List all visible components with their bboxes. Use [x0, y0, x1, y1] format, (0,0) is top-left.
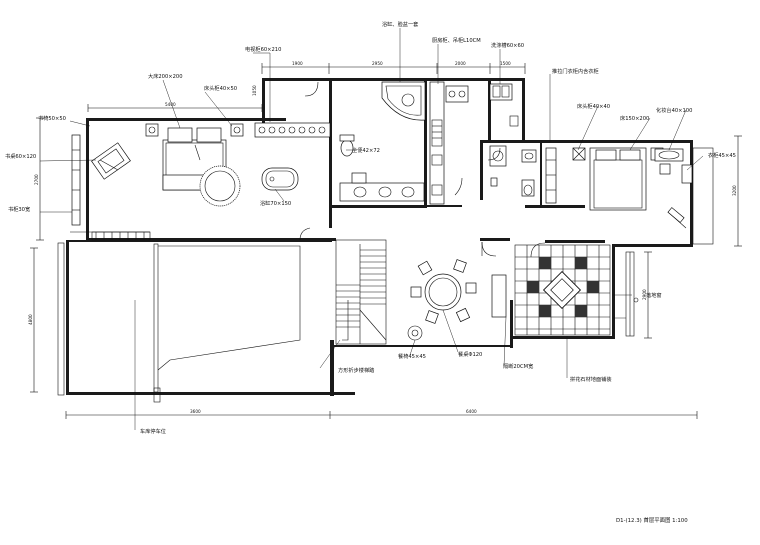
dim-left-main: 5400: [165, 102, 176, 107]
dim-top-4: 1500: [500, 61, 511, 66]
label-dining-table: 餐桌Φ120: [458, 350, 482, 358]
dim-garage-v: 4800: [28, 314, 33, 325]
label-right-wardrobe: 衣柜45×45: [708, 151, 736, 159]
label-dresser: 化妆台40×100: [656, 106, 692, 114]
dim-left-v1: 1050: [252, 85, 257, 96]
label-desk: 书桌60×120: [5, 152, 36, 160]
guest-bathroom: [489, 145, 537, 197]
label-kitchen-cabinet: 厨房柜、吊柜L10CM: [432, 36, 481, 44]
label-partition: 隔断20CM宽: [503, 362, 533, 370]
annotation-labels: 浴缸、脸盆一套 厨房柜、吊柜L10CM 洗涤槽60×60 电视柜60×210 大…: [5, 20, 736, 435]
label-stair: 方形折步楼梯踏: [338, 366, 375, 374]
dim-top-1: 1900: [292, 61, 303, 66]
leader-lines: [39, 28, 704, 430]
second-bedroom-furniture: [545, 147, 714, 245]
label-right-bedside: 床头柜40×40: [577, 102, 610, 110]
label-bathtub: 浴缸70×150: [260, 199, 291, 207]
kitchen-fixtures: [429, 81, 519, 205]
dining-area: [407, 259, 507, 341]
label-bedside-table: 床头柜40×50: [204, 84, 237, 92]
label-right-bed: 床150×200: [620, 114, 649, 122]
label-wardrobe-note: 推拉门衣柜内含衣柜: [552, 67, 599, 75]
dim-left-v2: 2700: [34, 174, 39, 185]
master-bedroom-furniture: [71, 122, 331, 226]
label-chair: 书椅50×50: [38, 114, 66, 122]
dim-top-3: 2000: [455, 61, 466, 66]
label-bath-set: 浴缸、脸盆一套: [382, 20, 419, 28]
label-bookshelf: 书柜30宽: [8, 205, 30, 213]
staircase: [335, 239, 387, 345]
dimension-texts: 1900 2950 2000 1500 5400 1050 2700 4800 …: [28, 61, 737, 414]
dimension-lines: [30, 63, 742, 419]
dim-top-2: 2950: [372, 61, 383, 66]
label-garage: 车库停车位: [140, 427, 166, 435]
drawing-caption: D1-(12.3) 首层平面图 1:100: [616, 516, 688, 524]
dim-right-v2: 2900: [642, 289, 647, 300]
label-balcony-glass: 落地窗: [646, 291, 662, 299]
dim-bottom-1: 3600: [190, 409, 201, 414]
bathroom-fixtures: [261, 81, 426, 202]
stone-floor-pattern: [514, 244, 639, 337]
label-tv-cabinet: 电视柜60×210: [245, 45, 281, 53]
label-stone-floor: 拼花石材地面铺装: [570, 375, 612, 383]
dim-bottom-2: 6400: [466, 409, 477, 414]
label-bed-large: 大床200×200: [148, 72, 183, 80]
dim-right-v: 3200: [732, 185, 737, 196]
label-toilet: 坐便42×72: [352, 146, 380, 154]
label-sink: 洗涤槽60×60: [491, 41, 524, 49]
garage: [57, 231, 301, 403]
door-swings: [299, 81, 546, 258]
label-dining-chair: 餐椅45×45: [398, 352, 426, 360]
walls: [66, 78, 693, 396]
